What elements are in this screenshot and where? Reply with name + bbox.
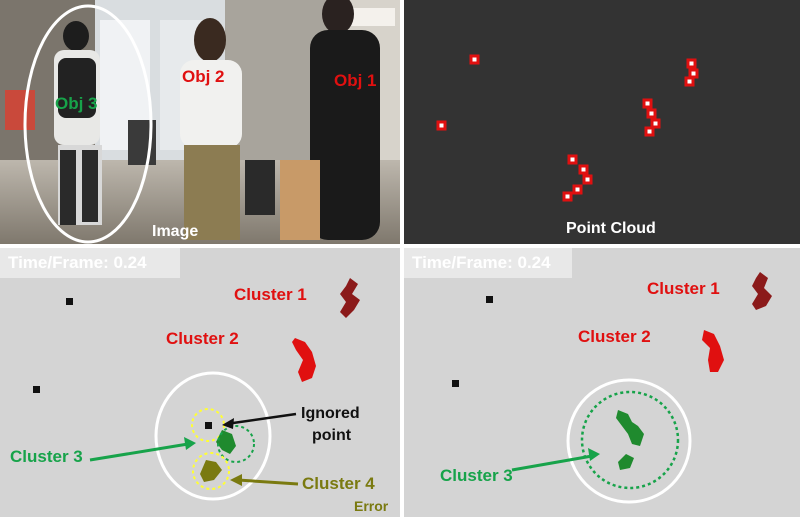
obj3-highlight xyxy=(23,4,153,244)
point xyxy=(650,118,661,129)
point-cloud-plot xyxy=(436,54,699,202)
obj2-label: Obj 2 xyxy=(182,67,225,86)
cluster3-label: Cluster 3 xyxy=(440,466,513,485)
cluster4-points xyxy=(200,460,222,482)
ignored-label: Ignored xyxy=(301,405,360,422)
point xyxy=(562,191,573,202)
error-label: Error xyxy=(354,498,389,514)
cluster3-points xyxy=(618,454,634,470)
point xyxy=(572,184,583,195)
point-cloud-panel: Point Cloud xyxy=(404,0,800,244)
obj3-ellipse xyxy=(23,4,153,244)
cluster1-label: Cluster 1 xyxy=(647,279,720,298)
cluster3-arrow xyxy=(89,442,189,462)
cluster4-marker xyxy=(192,452,230,490)
noise-point xyxy=(33,386,40,393)
right-cluster-plot xyxy=(452,272,772,504)
point xyxy=(469,54,480,65)
cluster2-label: Cluster 2 xyxy=(578,327,651,346)
point xyxy=(688,68,699,79)
cluster4-label: Cluster 4 xyxy=(302,474,375,493)
cloud-points xyxy=(436,54,699,202)
group-ellipse xyxy=(154,371,272,501)
cluster4-arrow xyxy=(237,478,299,486)
cluster3-label: Cluster 3 xyxy=(10,447,83,466)
backpack xyxy=(58,58,96,118)
noise-point xyxy=(486,296,493,303)
group-circle xyxy=(566,378,692,504)
point xyxy=(567,154,578,165)
cluster3-marker xyxy=(580,390,680,490)
cluster3-arrow xyxy=(511,454,593,472)
cluster1-label: Cluster 1 xyxy=(234,285,307,304)
cluster3-points xyxy=(616,410,644,446)
time-frame-label: Time/Frame: 0.24 xyxy=(404,248,572,278)
image-caption: Image xyxy=(152,223,199,240)
camera-scene xyxy=(0,0,400,244)
ignored-point xyxy=(205,422,212,429)
point xyxy=(646,108,657,119)
point xyxy=(578,164,589,175)
point xyxy=(684,76,695,87)
noise-point xyxy=(66,298,73,305)
noise-point xyxy=(452,380,459,387)
cluster2-label: Cluster 2 xyxy=(166,329,239,348)
cluster1-points xyxy=(752,272,772,310)
ignored-arrow xyxy=(225,412,297,426)
clustering-correct-panel: Time/Frame: 0.24 Cluster 1 Cluster 2 Clu… xyxy=(404,248,800,517)
left-cluster-plot xyxy=(33,278,360,501)
time-frame-label: Time/Frame: 0.24 xyxy=(0,248,180,278)
camera-image-panel: Obj 1 Obj 2 Obj 3 Image xyxy=(0,0,400,244)
point xyxy=(436,120,447,131)
clustering-error-panel: Time/Frame: 0.24 Cluster 1 Cluster 2 Ign… xyxy=(0,248,400,517)
point xyxy=(644,126,655,137)
cluster3-points xyxy=(216,430,236,454)
obj1-label: Obj 1 xyxy=(334,71,377,90)
point xyxy=(582,174,593,185)
ignored-label-line2: point xyxy=(312,427,352,444)
point-cloud-caption: Point Cloud xyxy=(566,220,656,237)
cluster3-marker xyxy=(217,425,255,463)
point xyxy=(686,58,697,69)
cluster1-points xyxy=(340,278,360,318)
cluster2-points xyxy=(702,330,724,372)
obj3-label: Obj 3 xyxy=(55,94,98,113)
cluster2-points xyxy=(292,338,316,382)
point xyxy=(642,98,653,109)
